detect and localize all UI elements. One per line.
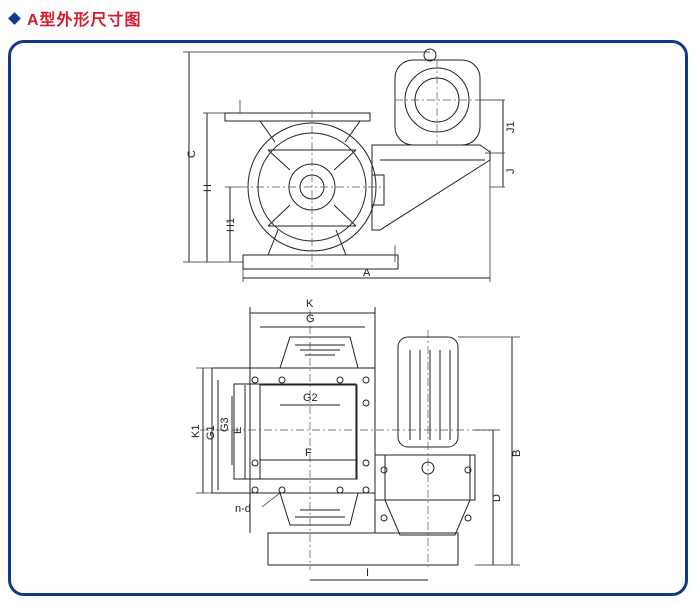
gear-reducer [371, 144, 491, 231]
label-B: B [511, 450, 523, 457]
inlet-flange [224, 112, 371, 122]
reducer-side [384, 454, 471, 536]
base-plate [242, 254, 399, 270]
page-title: A型外形尺寸图 [27, 12, 142, 29]
label-G1: G1 [205, 425, 217, 440]
motor [394, 59, 481, 146]
label-G: G [306, 313, 315, 325]
bottom-view-diagram [196, 307, 520, 581]
bottom-base [267, 532, 459, 566]
label-n-d: n-d [235, 503, 251, 515]
top-view-diagram [183, 48, 505, 282]
drawing-frame [8, 40, 688, 596]
label-G2: G2 [303, 392, 318, 404]
label-F: F [305, 447, 312, 459]
outlet-opening [259, 384, 358, 480]
label-I: I [366, 567, 369, 579]
page-header: A型外形尺寸图 [8, 6, 142, 30]
label-G3: G3 [219, 417, 231, 432]
label-H: H [202, 184, 214, 192]
label-K: K [306, 298, 314, 310]
label-C: C [186, 150, 198, 158]
label-J1: J1 [505, 121, 517, 133]
label-H1: H1 [225, 218, 237, 232]
label-E: E [232, 427, 244, 434]
label-K1: K1 [190, 425, 202, 438]
label-J: J [505, 169, 517, 175]
label-A: A [363, 267, 371, 279]
label-D: D [491, 494, 503, 502]
